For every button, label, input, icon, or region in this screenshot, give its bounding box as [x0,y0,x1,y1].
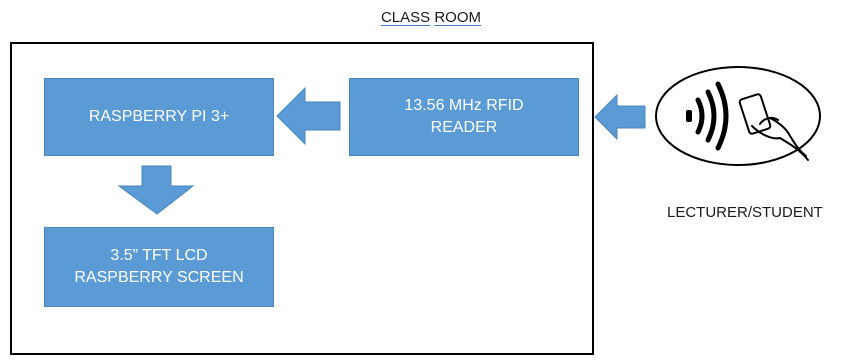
rfid-reader-label-line2: READER [430,119,498,136]
title-word-class: CLASS [380,9,431,26]
title-word-room: ROOM [434,9,482,26]
raspberry-pi-label: RASPBERRY PI 3+ [88,108,230,125]
contactless-card-icon [655,66,821,166]
lcd-screen-block: 3.5” TFT LCD RASPBERRY SCREEN [44,227,274,307]
rfid-reader-block: 13.56 MHz RFID READER [349,78,579,156]
diagram-title: CLASS ROOM [0,9,862,26]
classroom-boundary [10,42,594,355]
raspberry-pi-block: RASPBERRY PI 3+ [44,78,274,156]
arrow-rfid-to-pi [276,86,341,146]
arrow-pi-to-lcd [117,165,195,215]
rfid-reader-label-line1: 13.56 MHz RFID [404,97,524,114]
arrow-user-to-rfid [594,93,646,141]
lecturer-student-label: LECTURER/STUDENT [667,204,823,221]
lcd-screen-label-line2: RASPBERRY SCREEN [74,269,244,286]
lcd-screen-label-line1: 3.5” TFT LCD [110,247,208,264]
